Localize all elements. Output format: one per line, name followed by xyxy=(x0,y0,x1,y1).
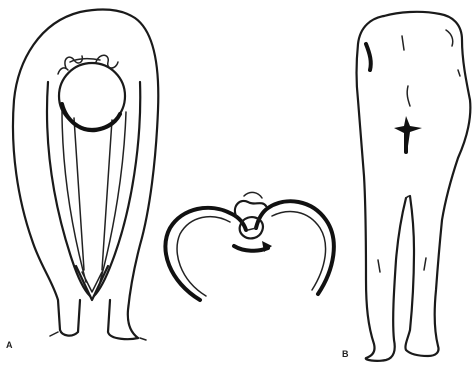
panel-a-forward-bend-figure xyxy=(13,10,158,340)
trunk-cross-section xyxy=(165,192,333,300)
panel-b-label: B xyxy=(342,349,349,359)
panel-a-label: A xyxy=(6,340,13,350)
panel-b-standing-back-figure xyxy=(357,12,471,361)
